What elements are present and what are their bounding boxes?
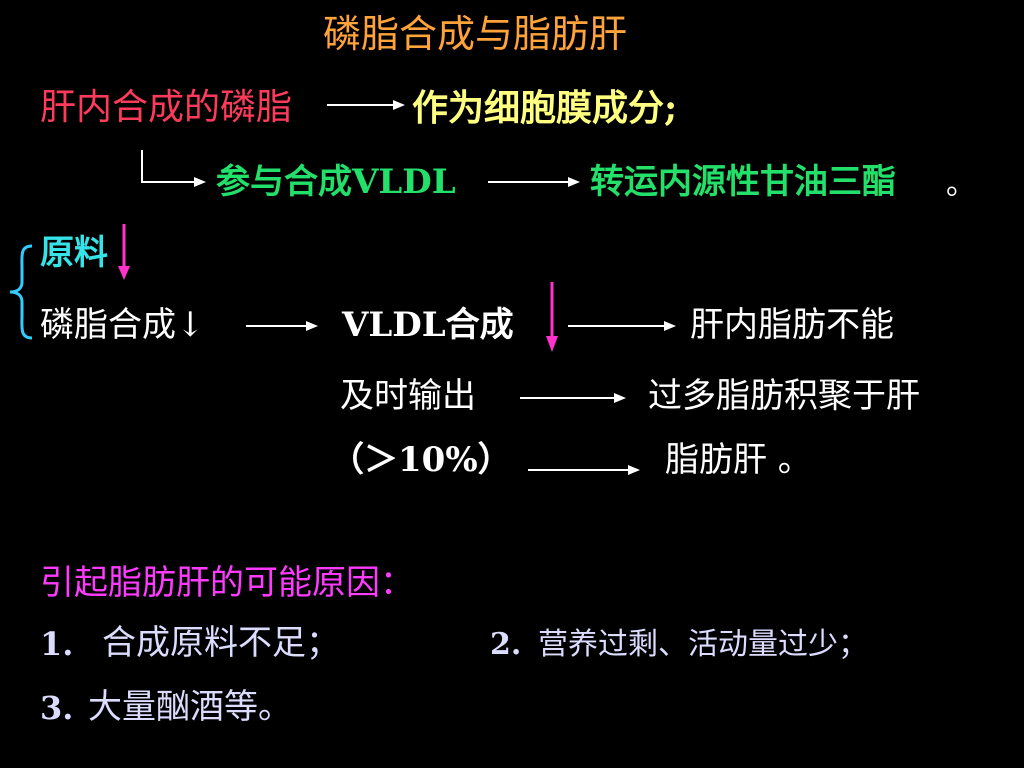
elbow-arrow-icon	[141, 150, 206, 187]
line5-b: 过多脂肪积聚于肝	[648, 376, 920, 416]
cause-2-number: 2.	[490, 627, 522, 662]
down-arrow-icon	[118, 224, 130, 280]
line2-end: 。	[946, 167, 976, 202]
arrow-right-icon	[246, 321, 318, 331]
line1-right: 作为细胞膜成分;	[412, 87, 678, 129]
line6-a: （＞10%）	[330, 440, 512, 480]
line1-left: 肝内合成的磷脂	[40, 87, 293, 128]
cause-1-text: 合成原料不足；	[102, 623, 340, 663]
arrow-right-icon	[488, 177, 580, 187]
down-arrow-icon	[546, 282, 558, 352]
left-brace-icon	[9, 244, 33, 340]
line4-b: VLDL合成	[342, 305, 514, 345]
line2-left: 参与合成VLDL	[216, 162, 456, 202]
cause-3-number: 3.	[40, 689, 74, 727]
line3-label: 原料	[40, 233, 108, 273]
line6-b: 脂肪肝 。	[665, 440, 812, 480]
cause-1-number: 1.	[40, 625, 74, 663]
line5-a: 及时输出	[340, 376, 476, 416]
arrow-right-icon	[528, 465, 640, 475]
line4-c: 肝内脂肪不能	[690, 305, 894, 345]
slide-title: 磷脂合成与脂肪肝	[323, 12, 628, 56]
causes-heading: 引起脂肪肝的可能原因：	[40, 563, 414, 603]
cause-2-text: 营养过剩、活动量过少；	[538, 627, 868, 662]
line4-a: 磷脂合成↓	[40, 305, 205, 345]
line2-right: 转运内源性甘油三酯	[590, 162, 896, 202]
arrow-right-icon	[520, 393, 626, 403]
arrow-right-icon	[568, 321, 676, 331]
cause-3-text: 大量酗酒等。	[88, 687, 292, 727]
arrow-right-icon	[327, 100, 405, 110]
